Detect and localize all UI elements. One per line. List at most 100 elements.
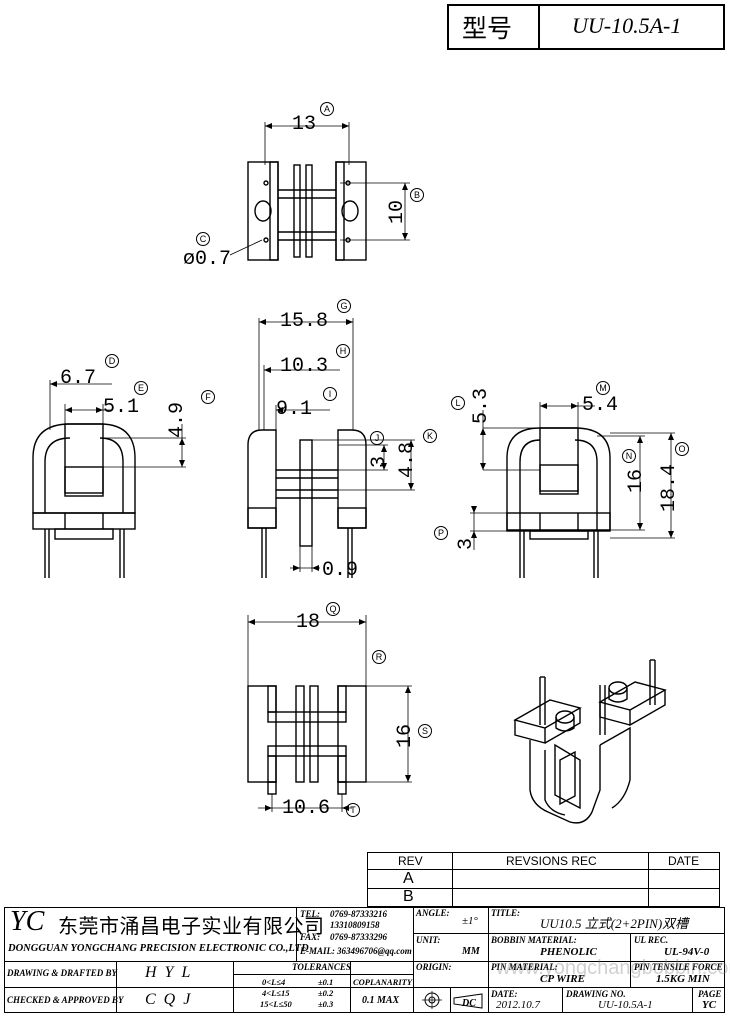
drawing-no-value: UU-10.5A-1 xyxy=(598,999,653,1011)
balloon-c: C xyxy=(196,232,210,246)
tb-v7 xyxy=(116,961,117,1013)
dim-side-right-h3: 3 xyxy=(455,537,478,550)
dim-hole-diameter: ø0.7 xyxy=(183,248,232,271)
dim-top-width: 13 xyxy=(292,113,317,136)
email-label: E-MAIL: xyxy=(300,946,336,956)
drawing-no-label: DRAWING NO. xyxy=(566,989,626,999)
email-value: 363496706@qq.com xyxy=(337,946,412,956)
projection-symbol-icon xyxy=(422,991,442,1009)
tb-v9 xyxy=(350,961,351,1013)
rev-row-a: A xyxy=(403,870,414,887)
angle-label: ANGLE: xyxy=(416,908,450,918)
coplanarity-value: 0.1 MAX xyxy=(362,995,400,1006)
dim-side-left-d1: 6.7 xyxy=(60,367,97,390)
balloon-b: B xyxy=(410,188,424,202)
front-view xyxy=(247,429,367,578)
balloon-m: M xyxy=(596,381,610,395)
unit-value: MM xyxy=(462,946,480,957)
tb-v1 xyxy=(296,907,297,961)
tol-range-2: 4<L≤15 xyxy=(262,988,290,998)
side-left-view xyxy=(32,423,136,578)
pin-material-label: PIN MATERIAL: xyxy=(491,962,558,972)
checked-by-label: CHECKED & APPROVED BY xyxy=(7,995,124,1005)
checked-by-value: C Q J xyxy=(145,991,193,1008)
revision-table xyxy=(367,852,720,907)
company-name-cn: 东莞市涌昌电子实业有限公司 xyxy=(58,914,325,938)
balloon-t: T xyxy=(346,803,360,817)
rev-row-b: B xyxy=(403,888,414,905)
top-view xyxy=(247,161,367,261)
date-value: 2012.10.7 xyxy=(496,999,540,1011)
balloon-f: F xyxy=(201,390,215,404)
balloon-h: H xyxy=(336,344,350,358)
dim-bottom-height: 16 xyxy=(394,723,417,748)
dim-front-pin: 0.9 xyxy=(322,559,359,582)
dim-bottom-width: 18 xyxy=(296,611,321,634)
tensile-value: 1.5KG MIN xyxy=(656,973,710,985)
tb-h2 xyxy=(4,961,725,962)
dim-top-height: 10 xyxy=(386,199,409,224)
drawn-by-value: H Y L xyxy=(145,964,193,981)
model-header-box xyxy=(447,4,725,50)
dim-side-right-h1: 16 xyxy=(625,468,648,493)
side-right-view xyxy=(506,427,611,578)
isometric-view xyxy=(513,659,667,824)
unit-label: UNIT: xyxy=(416,935,441,945)
balloon-d: D xyxy=(105,354,119,368)
tb-h4 xyxy=(233,974,413,975)
angle-value: ±1° xyxy=(462,915,478,927)
balloon-a: A xyxy=(320,102,334,116)
balloon-e: E xyxy=(134,381,148,395)
balloon-p: P xyxy=(434,526,448,540)
dim-front-w2: 10.3 xyxy=(280,355,329,378)
company-logo: YC xyxy=(10,906,45,937)
tel-1: 0769-87333216 xyxy=(330,909,387,919)
balloon-n: N xyxy=(622,449,636,463)
dim-side-left-d2: 5.1 xyxy=(103,396,140,419)
balloon-q: Q xyxy=(326,602,340,616)
tel-2: 13310809158 xyxy=(330,920,380,930)
company-name-en: DONGGUAN YONGCHANG PRECISION ELECTRONIC … xyxy=(8,943,309,954)
model-value: UU-10.5A-1 xyxy=(572,13,682,38)
tb-v6 xyxy=(692,987,693,1013)
bobbin-value: PHENOLIC xyxy=(540,946,597,958)
title-value: UU10.5 立式(2+2PIN)双槽 xyxy=(540,916,689,931)
origin-label: ORIGIN: xyxy=(416,962,452,972)
bobbin-label: BOBBIN MATERIAL: xyxy=(491,935,577,945)
tol-value-3: ±0.3 xyxy=(318,999,334,1009)
dim-side-right-h2: 18.4 xyxy=(658,463,681,512)
tb-v10 xyxy=(450,987,451,1013)
rev-col-line-1 xyxy=(452,852,453,907)
projection-cone-icon xyxy=(453,993,483,1009)
page-label: PAGE xyxy=(698,989,722,999)
origin-value: DC xyxy=(462,998,476,1009)
ul-label: UL REC. xyxy=(634,935,669,945)
bottom-view xyxy=(247,685,367,795)
pin-material-value: CP WIRE xyxy=(540,973,585,985)
model-label: 型号 xyxy=(462,14,513,43)
rev-header: REV xyxy=(398,854,423,868)
tb-v8 xyxy=(233,961,234,1013)
tol-range-1: 0<L≤4 xyxy=(262,977,286,987)
balloon-k: K xyxy=(423,429,437,443)
title-block xyxy=(4,907,725,1013)
balloon-i: I xyxy=(323,387,337,401)
dim-side-right-d1: 5.3 xyxy=(470,387,493,424)
tel-label: TEL: xyxy=(300,909,320,919)
balloon-g: G xyxy=(337,299,351,313)
balloon-o: O xyxy=(675,442,689,456)
balloon-r: R xyxy=(372,650,386,664)
dim-front-h1: 3 xyxy=(368,455,391,468)
dim-side-right-d2: 5.4 xyxy=(582,394,619,417)
fax-value: 0769-87333296 xyxy=(330,932,387,942)
tensile-label: PIN TENSILE FORCE xyxy=(634,962,723,972)
tb-v4 xyxy=(630,933,631,987)
revisions-header: REVSIONS REC xyxy=(506,854,597,868)
tolerances-label: TOLERANCES xyxy=(292,962,351,972)
tb-v5 xyxy=(562,987,563,1013)
tb-v3 xyxy=(488,907,489,1013)
model-header-divider xyxy=(538,4,540,50)
dim-front-w3: 9.1 xyxy=(276,398,313,421)
balloon-l: L xyxy=(451,396,465,410)
